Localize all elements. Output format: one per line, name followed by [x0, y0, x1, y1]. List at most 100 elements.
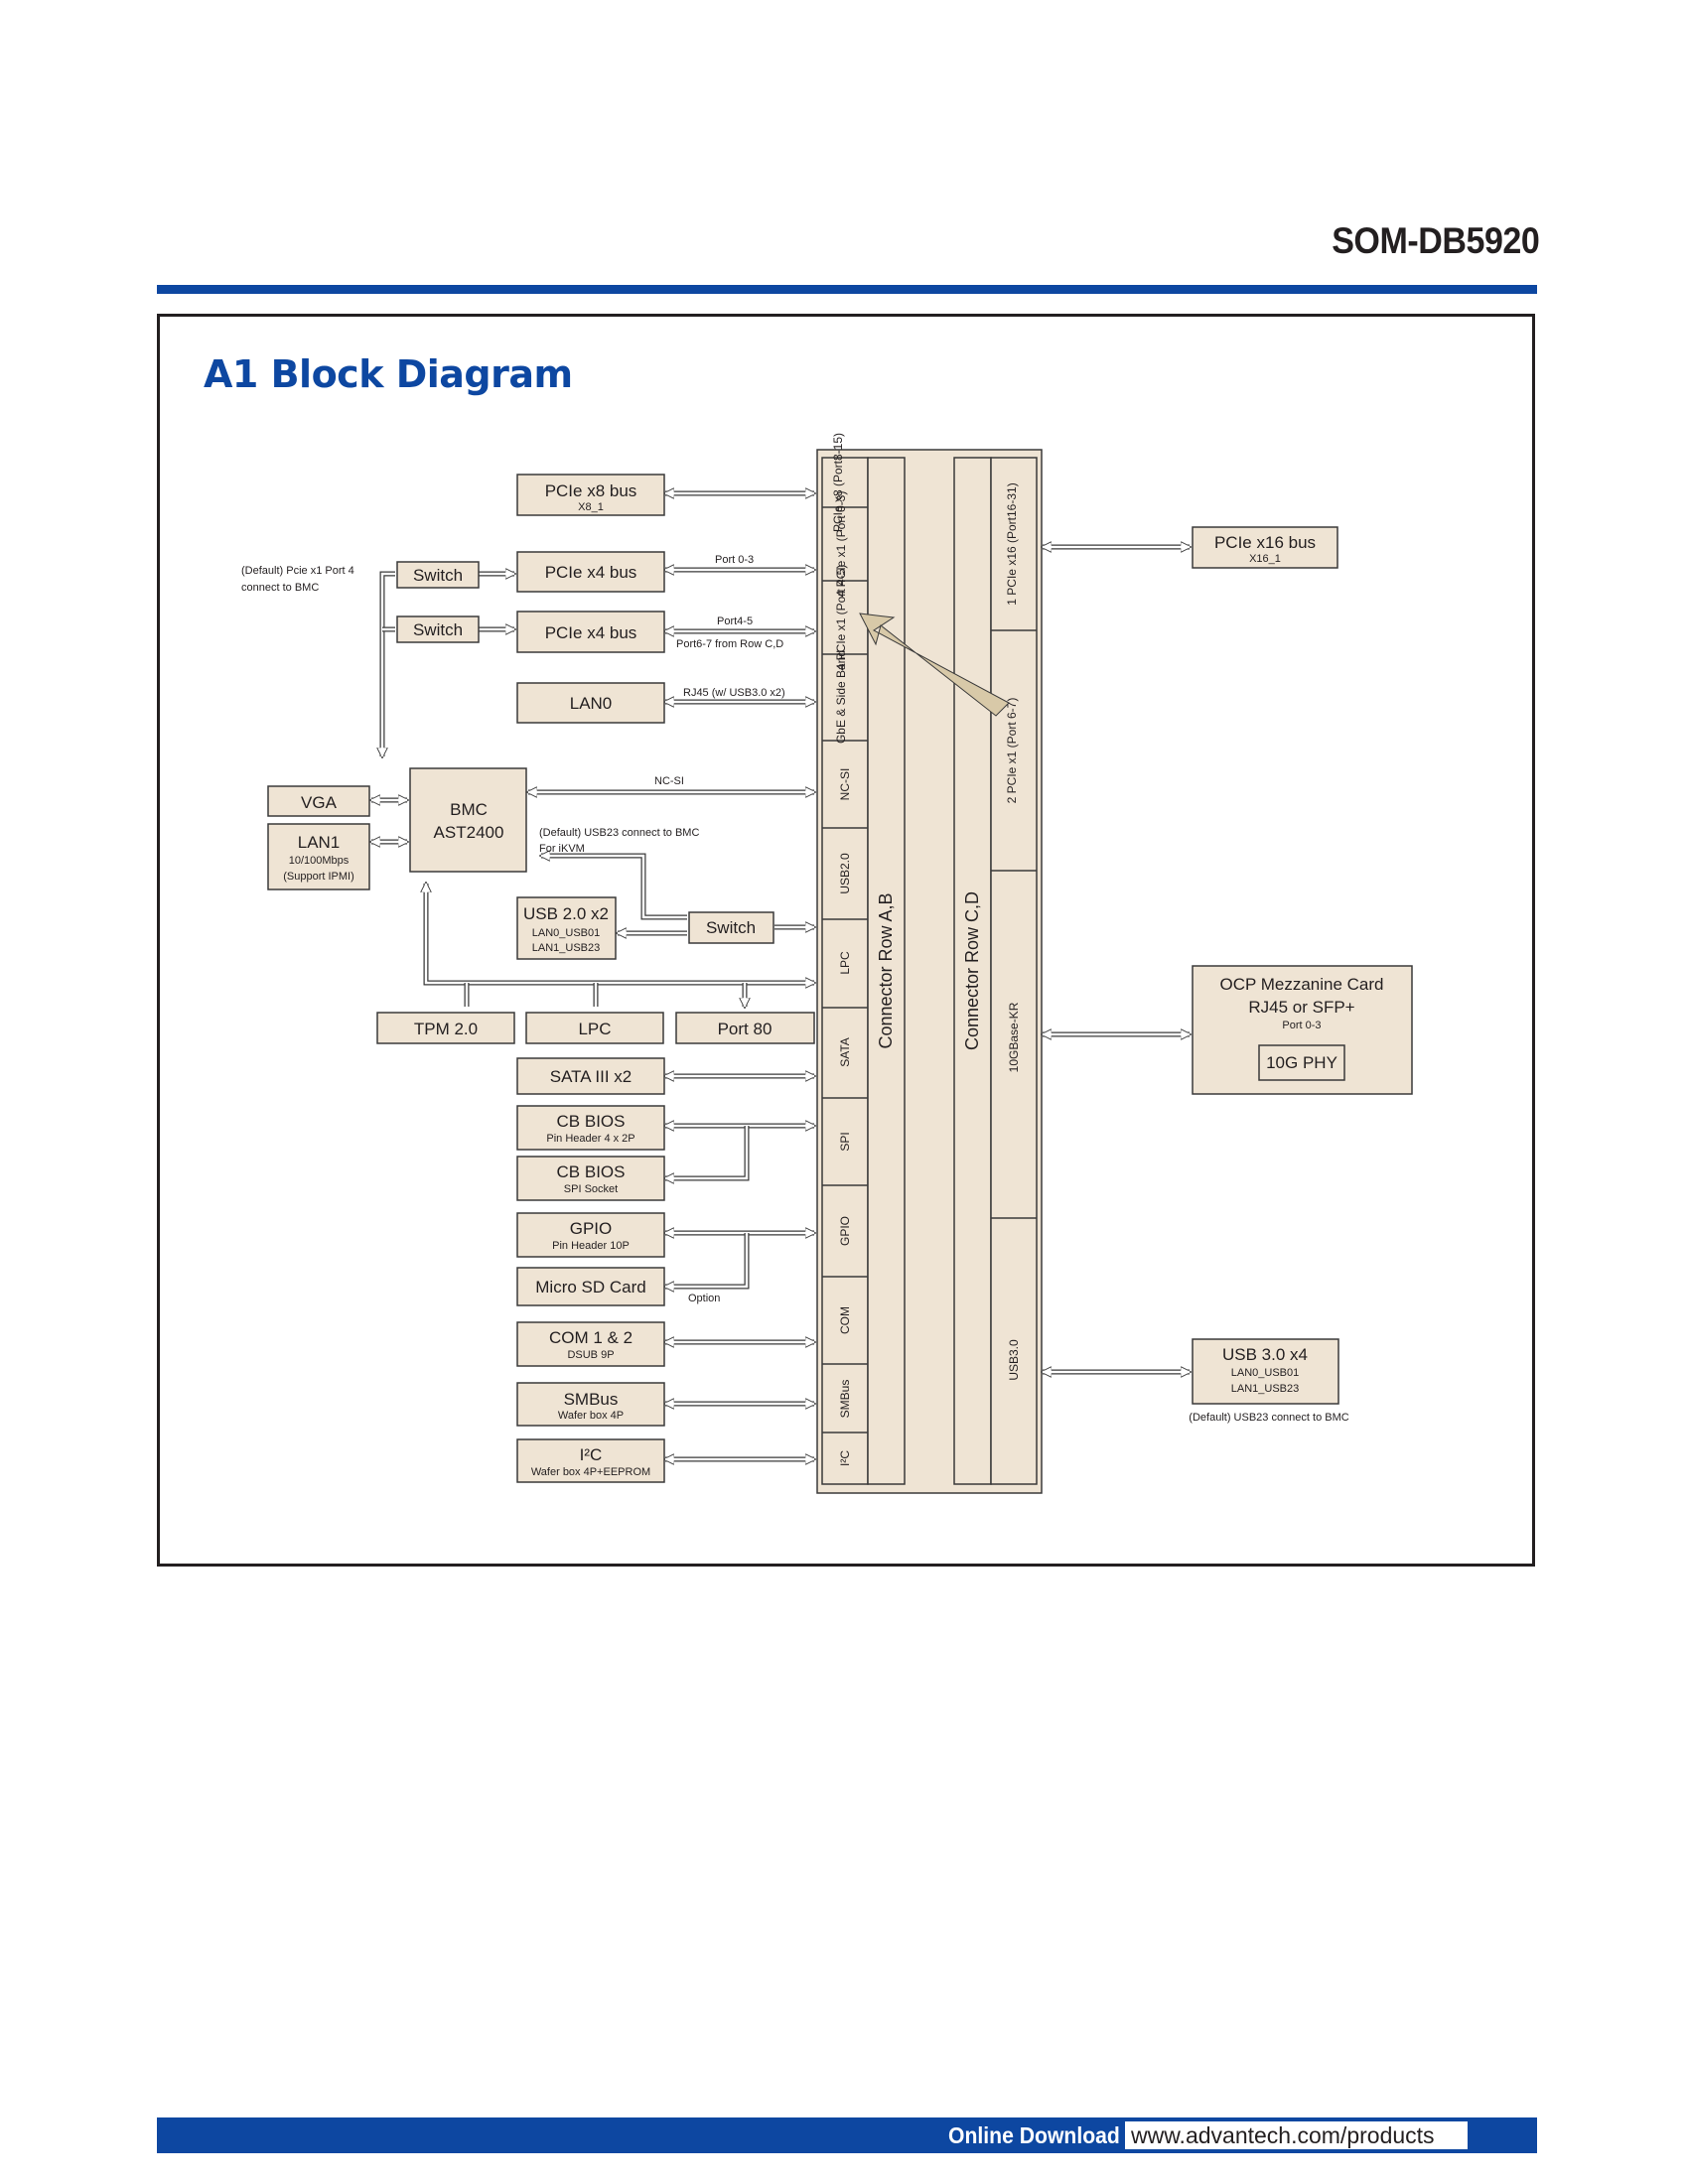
- box-sata: SATA III x2: [516, 1057, 665, 1095]
- ab-signal-pcie-x8: PCIe x8 (Port8-15): [831, 433, 845, 532]
- svg-text:LAN0_USB01: LAN0_USB01: [532, 927, 601, 939]
- box-switch3: Switch: [688, 911, 774, 944]
- box-gpio: GPIO Pin Header 10P: [516, 1212, 665, 1258]
- svg-text:X8_1: X8_1: [578, 501, 604, 513]
- usb30-default-note: (Default) USB23 connect to BMC: [1189, 1412, 1348, 1424]
- link-lpc-bus: [426, 884, 814, 1007]
- download-url-link[interactable]: www.advantech.com/products: [1125, 2121, 1468, 2149]
- svg-text:TPM 2.0: TPM 2.0: [414, 1020, 478, 1038]
- page-title: A1 Block Diagram: [204, 352, 573, 396]
- port6-7-route-arrow: [859, 613, 1010, 717]
- svg-text:10G PHY: 10G PHY: [1266, 1053, 1337, 1072]
- svg-text:DSUB 9P: DSUB 9P: [567, 1349, 614, 1361]
- svg-text:Pin Header 10P: Pin Header 10P: [552, 1240, 630, 1252]
- cd-signal-pcie-x1-port6-7: 2 PCIe x1 (Port 6-7): [1005, 698, 1019, 804]
- ab-signal-smbus: SMBus: [838, 1380, 852, 1419]
- label-rj45: RJ45 (w/ USB3.0 x2): [683, 687, 785, 699]
- label-usb23-bmc: (Default) USB23 connect to BMC: [539, 827, 699, 839]
- box-smbus: SMBus Wafer box 4P: [516, 1382, 665, 1427]
- box-pcie-x4a: PCIe x4 bus: [516, 551, 665, 593]
- svg-text:USB 3.0 x4: USB 3.0 x4: [1222, 1345, 1308, 1364]
- svg-text:PCIe x4 bus: PCIe x4 bus: [545, 563, 637, 582]
- connector-row-ab-label: Connector Row A,B: [876, 892, 896, 1048]
- box-lan1: LAN1 10/100Mbps (Support IPMI): [267, 823, 370, 890]
- label-ncsi: NC-SI: [654, 775, 684, 787]
- svg-text:Switch: Switch: [706, 918, 756, 937]
- box-cbbios-header: CB BIOS Pin Header 4 x 2P: [516, 1105, 665, 1151]
- svg-text:RJ45 or SFP+: RJ45 or SFP+: [1248, 998, 1354, 1017]
- footer-bar: Online Download www.advantech.com/produc…: [157, 2117, 1537, 2153]
- svg-text:I²C: I²C: [580, 1445, 603, 1464]
- box-cbbios-socket: CB BIOS SPI Socket: [516, 1156, 665, 1201]
- svg-text:CB BIOS: CB BIOS: [557, 1112, 626, 1131]
- model-number: SOM-DB5920: [1331, 220, 1540, 261]
- svg-text:Pin Header 4 x 2P: Pin Header 4 x 2P: [546, 1133, 634, 1145]
- box-usb20: USB 2.0 x2 LAN0_USB01 LAN1_USB23: [516, 896, 617, 960]
- svg-text:BMC: BMC: [450, 800, 488, 819]
- svg-text:LAN0: LAN0: [570, 694, 613, 713]
- svg-text:(Default) Pcie x1 Port 4: (Default) Pcie x1 Port 4: [241, 565, 354, 577]
- box-com: COM 1 & 2 DSUB 9P: [516, 1321, 665, 1367]
- svg-text:LPC: LPC: [578, 1020, 611, 1038]
- svg-text:Switch: Switch: [413, 620, 463, 639]
- online-download-label: Online Download: [948, 2122, 1120, 2148]
- connector-module: [816, 449, 1043, 1494]
- label-option: Option: [688, 1293, 720, 1304]
- ab-signal-com: COM: [838, 1306, 852, 1334]
- link-switch-to-bmc: [382, 571, 395, 756]
- label-port4-5: Port4-5: [717, 615, 753, 627]
- svg-text:Switch: Switch: [413, 566, 463, 585]
- svg-text:LAN1: LAN1: [298, 833, 341, 852]
- svg-text:LAN0_USB01: LAN0_USB01: [1231, 1367, 1300, 1379]
- svg-text:(Support IPMI): (Support IPMI): [283, 871, 354, 883]
- svg-text:PCIe x4 bus: PCIe x4 bus: [545, 623, 637, 642]
- svg-text:CB BIOS: CB BIOS: [557, 1162, 626, 1181]
- diagram-frame: [157, 314, 1535, 1567]
- box-microsd: Micro SD Card: [516, 1267, 665, 1306]
- ab-signal-gbe: GbE & Side Band: [834, 650, 848, 744]
- svg-text:10/100Mbps: 10/100Mbps: [289, 855, 350, 867]
- box-tpm: TPM 2.0: [376, 1012, 515, 1044]
- link-gpio: [665, 1233, 814, 1287]
- box-vga: VGA: [267, 785, 370, 817]
- svg-text:SATA III x2: SATA III x2: [550, 1067, 633, 1086]
- label-port0-3: Port 0-3: [715, 554, 754, 566]
- ab-signal-spi: SPI: [838, 1132, 852, 1151]
- box-switch1: Switch: [396, 561, 480, 589]
- ab-signal-ncsi: NC-SI: [838, 768, 852, 801]
- box-pcie-x4b: PCIe x4 bus: [516, 611, 665, 653]
- label-for-ikvm: For iKVM: [539, 843, 585, 855]
- box-ocp: OCP Mezzanine Card RJ45 or SFP+ Port 0-3…: [1192, 965, 1413, 1095]
- ab-signal-usb20: USB2.0: [838, 853, 852, 894]
- svg-text:connect to BMC: connect to BMC: [241, 582, 319, 594]
- box-pcie-x16: PCIe x16 bus X16_1: [1192, 526, 1338, 569]
- ab-signal-gpio: GPIO: [838, 1216, 852, 1246]
- box-lpc: LPC: [525, 1012, 664, 1044]
- label-port6-7: Port6-7 from Row C,D: [676, 638, 783, 650]
- svg-text:Wafer box 4P+EEPROM: Wafer box 4P+EEPROM: [531, 1466, 650, 1478]
- link-usb-switch: [541, 856, 687, 933]
- box-switch2: Switch: [396, 615, 480, 643]
- svg-text:OCP Mezzanine Card: OCP Mezzanine Card: [1219, 975, 1383, 994]
- svg-text:LAN1_USB23: LAN1_USB23: [1231, 1383, 1300, 1395]
- box-usb30: USB 3.0 x4 LAN0_USB01 LAN1_USB23: [1192, 1338, 1339, 1405]
- svg-text:GPIO: GPIO: [570, 1219, 613, 1238]
- svg-text:SPI Socket: SPI Socket: [564, 1183, 618, 1195]
- box-bmc: BMC AST2400: [409, 767, 527, 873]
- svg-text:PCIe x8 bus: PCIe x8 bus: [545, 481, 637, 500]
- svg-text:Port 80: Port 80: [718, 1020, 773, 1038]
- box-i2c: I²C Wafer box 4P+EEPROM: [516, 1438, 665, 1483]
- cd-signal-10gbase-kr: 10GBase-KR: [1007, 1002, 1021, 1072]
- svg-text:PCIe x16 bus: PCIe x16 bus: [1214, 533, 1316, 552]
- box-pcie-x8: PCIe x8 bus X8_1: [516, 474, 665, 516]
- svg-text:VGA: VGA: [301, 793, 338, 812]
- ab-signal-i2c: I²C: [838, 1450, 852, 1466]
- svg-text:LAN1_USB23: LAN1_USB23: [532, 942, 601, 954]
- cd-signal-usb30: USB3.0: [1007, 1339, 1021, 1381]
- ab-signal-sata: SATA: [838, 1037, 852, 1067]
- header-rule: [157, 285, 1537, 294]
- ab-signal-pcie-x1-port0-3: 4 PCIe x1 (Port 0-3): [834, 491, 848, 598]
- svg-text:AST2400: AST2400: [434, 823, 504, 842]
- svg-text:Wafer box 4P: Wafer box 4P: [558, 1410, 624, 1422]
